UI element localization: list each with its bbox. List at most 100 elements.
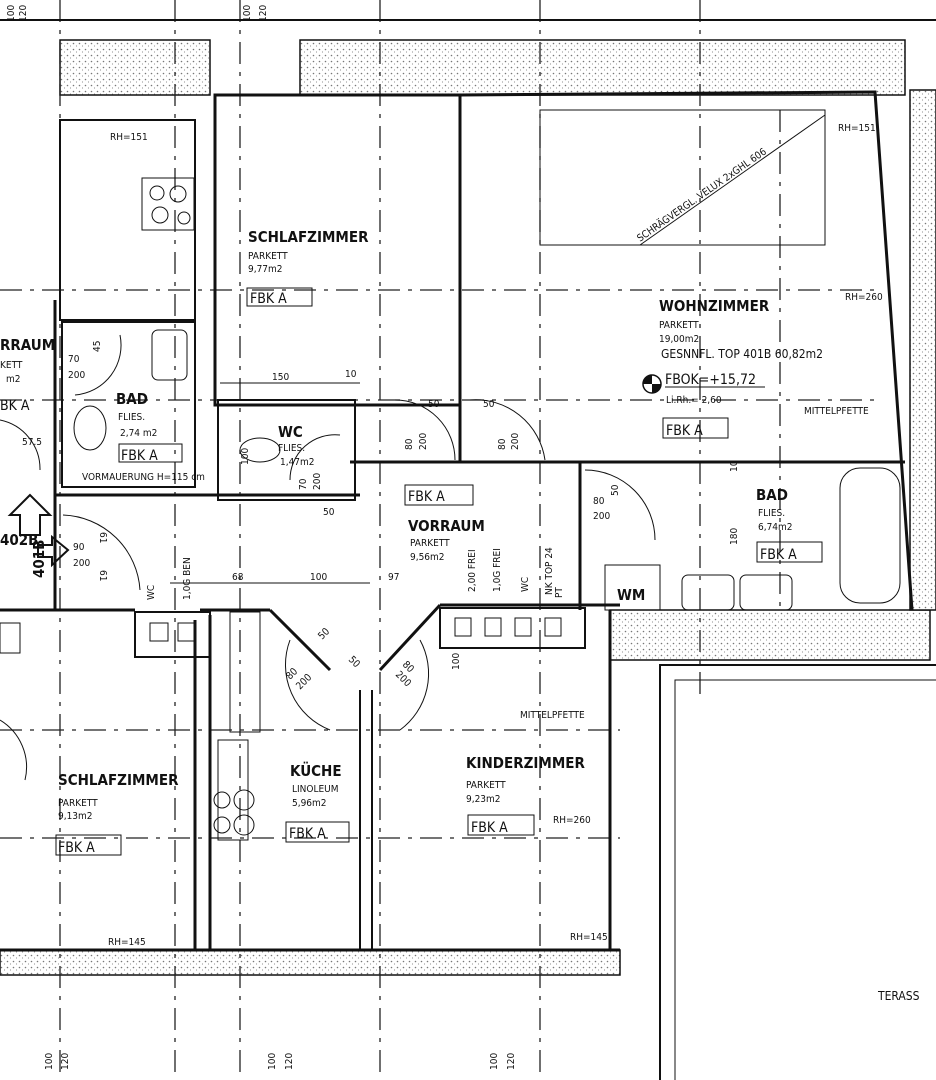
svg-text:2,74 m2: 2,74 m2: [120, 428, 157, 439]
svg-text:PARKETT: PARKETT: [248, 251, 288, 262]
svg-text:100: 100: [6, 5, 17, 22]
svg-text:120: 120: [18, 5, 29, 22]
svg-text:GESNNFL. TOP 401B 60,82m2: GESNNFL. TOP 401B 60,82m2: [661, 347, 823, 361]
svg-text:MITTELPFETTE: MITTELPFETTE: [520, 710, 585, 721]
svg-text:200: 200: [73, 558, 90, 569]
svg-text:PARKETT: PARKETT: [659, 320, 699, 331]
svg-text:401B: 401B: [30, 540, 48, 578]
svg-text:VORRAUM: VORRAUM: [408, 517, 485, 535]
walls: [0, 19, 936, 1080]
svg-text:120: 120: [258, 5, 269, 22]
svg-text:80: 80: [497, 438, 508, 450]
svg-text:68: 68: [232, 572, 244, 583]
door-swing: [74, 334, 122, 396]
svg-text:KÜCHE: KÜCHE: [290, 761, 342, 780]
svg-text:FLIES.: FLIES.: [278, 443, 305, 454]
svg-text:9,13m2: 9,13m2: [58, 811, 93, 822]
door-swing: [284, 639, 331, 731]
svg-text:WOHNZIMMER: WOHNZIMMER: [659, 297, 770, 315]
svg-text:200: 200: [68, 370, 85, 381]
toilet-icon: [73, 405, 107, 451]
svg-text:FBK A: FBK A: [289, 826, 326, 842]
svg-text:50: 50: [428, 399, 440, 410]
room-kueche: KÜCHE LINOLEUM 5,96m2 FBK A: [285, 761, 350, 843]
svg-text:FBK A: FBK A: [408, 489, 445, 505]
shaft-labels: WC 1,0G BEN: [146, 557, 193, 600]
room-schlafzimmer-bottom: SCHLAFZIMMER PARKETT 9,13m2 FBK A RH=145: [55, 771, 179, 948]
svg-text:180: 180: [729, 528, 740, 545]
svg-text:NK TOP 24: NK TOP 24: [544, 547, 555, 595]
bathtub-icon: [839, 467, 901, 604]
svg-text:70: 70: [298, 478, 309, 490]
svg-text:FBK A: FBK A: [471, 820, 508, 836]
svg-text:120: 120: [506, 1053, 517, 1070]
door-swing: [289, 434, 341, 481]
svg-text:5,96m2: 5,96m2: [292, 798, 327, 809]
svg-text:402B: 402B: [0, 531, 38, 549]
svg-text:Li.Rh.= 2,60: Li.Rh.= 2,60: [666, 395, 722, 406]
svg-text:RH=145: RH=145: [570, 932, 608, 943]
svg-text:61: 61: [97, 570, 108, 581]
svg-text:SCHLAFZIMMER: SCHLAFZIMMER: [248, 228, 369, 246]
svg-text:80: 80: [593, 496, 605, 507]
room-kinderzimmer: KINDERZIMMER PARKETT 9,23m2 FBK A RH=260…: [451, 653, 608, 943]
door-swing: [584, 469, 656, 541]
margin-marks: 100 120 100 120 100 120 100 120 100 120: [6, 5, 517, 1070]
room-vorraum-left: RRAUM KETT m2 BK A 57.5: [0, 336, 55, 448]
svg-text:WC: WC: [520, 577, 531, 592]
svg-text:150: 150: [272, 372, 289, 383]
svg-text:WC: WC: [146, 585, 157, 600]
room-schlafzimmer-top: SCHLAFZIMMER PARKETT 9,77m2 FBK A: [246, 228, 369, 307]
grid-lines: [0, 0, 880, 1080]
arrow-up-icon: [7, 493, 53, 536]
svg-text:19,00m2: 19,00m2: [659, 334, 699, 345]
svg-text:57.5: 57.5: [22, 437, 42, 448]
arrow-right-icon: [37, 534, 70, 568]
svg-text:m2: m2: [6, 374, 21, 385]
svg-text:RH=145: RH=145: [108, 937, 146, 948]
svg-text:70: 70: [68, 354, 80, 365]
toilet-icon: [239, 437, 281, 463]
svg-text:10: 10: [345, 369, 357, 380]
svg-text:WM: WM: [617, 586, 645, 604]
svg-text:LINOLEUM: LINOLEUM: [292, 784, 339, 795]
svg-text:100: 100: [267, 1053, 278, 1070]
svg-text:PT: PT: [554, 587, 565, 598]
room-bad-small: BAD FLIES. 2,74 m2 FBK A VORMAUERUNG H=1…: [68, 341, 205, 483]
svg-text:9,23m2: 9,23m2: [466, 794, 501, 805]
entrance: 402B 401B 90 200 61 61: [0, 531, 108, 581]
svg-text:50: 50: [610, 484, 621, 496]
svg-text:FLIES.: FLIES.: [118, 412, 145, 423]
svg-text:PARKETT: PARKETT: [466, 780, 506, 791]
svg-text:200: 200: [593, 511, 610, 522]
svg-text:FLIES.: FLIES.: [758, 508, 785, 519]
room-wc-top: WC FLIES. 1,47m2 70 200 100: [240, 423, 323, 490]
doors: [0, 334, 656, 781]
svg-text:BAD: BAD: [116, 390, 148, 408]
svg-text:VORMAUERUNG H=115 cm: VORMAUERUNG H=115 cm: [82, 472, 205, 483]
svg-text:100: 100: [489, 1053, 500, 1070]
entrance-arrow-icons: [7, 493, 70, 568]
svg-text:SCHLAFZIMMER: SCHLAFZIMMER: [58, 771, 179, 789]
door-swing: [0, 419, 41, 471]
washbasin-icon: [681, 574, 735, 611]
svg-text:50: 50: [316, 626, 332, 642]
svg-text:RH=151: RH=151: [838, 123, 876, 134]
svg-text:80: 80: [404, 438, 415, 450]
svg-text:KINDERZIMMER: KINDERZIMMER: [466, 754, 585, 772]
svg-text:61: 61: [97, 532, 108, 543]
svg-text:FBK A: FBK A: [666, 423, 703, 439]
svg-text:200: 200: [418, 433, 429, 450]
svg-text:50: 50: [346, 654, 362, 670]
door-swing: [62, 514, 141, 591]
svg-text:BK A: BK A: [0, 398, 30, 414]
svg-text:RH=260: RH=260: [845, 292, 883, 303]
washing-machine-icon: [604, 564, 661, 611]
svg-text:1,47m2: 1,47m2: [280, 457, 315, 468]
washbasin-icon: [739, 574, 793, 611]
svg-text:WC: WC: [278, 423, 303, 441]
svg-text:200: 200: [510, 433, 521, 450]
svg-text:FBK A: FBK A: [760, 547, 797, 563]
door-swing: [0, 719, 28, 781]
